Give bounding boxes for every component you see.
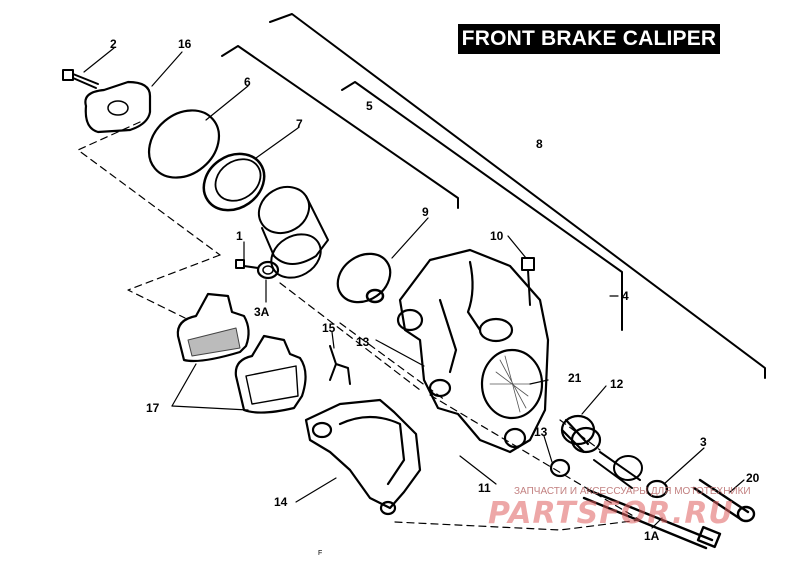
callout-5: 5 [366,99,373,113]
callout-1a: 1A [644,529,660,543]
caliper-bore-stipple [489,355,531,413]
diagram-title: FRONT BRAKE CALIPER [458,24,720,54]
washer-3 [645,479,669,499]
callout-16: 16 [178,37,192,51]
bolt-2 [62,69,99,89]
callout-13-upper: 13 [356,335,370,349]
watermark-logo: PARTSFOR.RU [488,496,734,531]
callout-6: 6 [244,75,251,89]
callout-2: 2 [110,37,117,51]
callout-14: 14 [274,495,288,509]
bleeder-1 [235,259,259,269]
callout-4: 4 [622,289,629,303]
callout-12: 12 [610,377,624,391]
callout-15: 15 [322,321,336,335]
dashed-guide-lines [77,121,641,531]
bracket-4 [341,81,623,331]
callout-8: 8 [536,137,543,151]
callout-13-lower: 13 [534,425,548,439]
brake-pad-17b [234,334,307,414]
bracket-8 [269,13,766,379]
callout-9: 9 [422,205,429,219]
boot-7 [202,152,266,212]
callout-3a: 3A [254,305,270,319]
brake-pad-17a [176,292,250,363]
callout-3: 3 [700,435,707,449]
piston-5 [257,185,329,279]
stray-mark: F [318,550,323,557]
callout-11: 11 [478,481,491,495]
oring-9 [336,252,392,304]
bracket-5 [221,45,459,209]
sleeve [593,451,643,489]
mount-bracket-14 [304,398,422,516]
caliper-housing [396,248,550,454]
clip-15 [329,345,351,385]
callout-1: 1 [236,229,243,243]
callout-20: 20 [746,471,760,485]
ring-6 [147,109,221,179]
oring-13-small [365,288,385,304]
callout-10: 10 [490,229,504,243]
bolt-1a [582,488,722,550]
oring-13 [549,458,571,478]
cover-16 [84,80,152,134]
callout-7: 7 [296,117,303,131]
callout-17: 17 [146,401,160,415]
cap-3a [256,260,280,280]
bolt-20 [692,478,756,523]
watermark-tagline: ЗАПЧАСТИ И АКСЕССУАРЫ ДЛЯ МОТОТЕХНИКИ [514,486,751,497]
callout-21: 21 [568,371,582,385]
leader-lines [83,47,745,529]
bushing-12 [560,414,602,454]
